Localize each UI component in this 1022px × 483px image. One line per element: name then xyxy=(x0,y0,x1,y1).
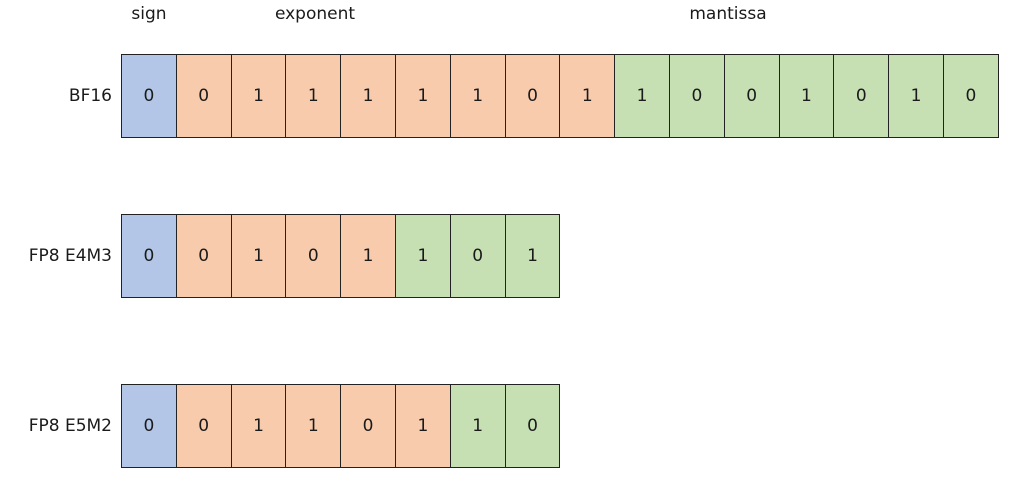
exponent-bit-cell: 0 xyxy=(504,54,561,138)
mantissa-bit-cell: 1 xyxy=(449,384,506,468)
exponent-bit-cell: 0 xyxy=(340,384,396,468)
format-label: FP8 E5M2 xyxy=(28,416,112,436)
exponent-bit-cell: 1 xyxy=(394,384,451,468)
exponent-bit-cell: 0 xyxy=(285,214,342,298)
format-label: FP8 E4M3 xyxy=(28,246,112,266)
exponent-bit-cell: 1 xyxy=(340,54,396,138)
exponent-bit-cell: 1 xyxy=(285,54,342,138)
mantissa-bit-cell: 1 xyxy=(394,214,451,298)
format-label: BF16 xyxy=(68,86,112,106)
exponent-bit-cell: 1 xyxy=(559,54,616,138)
mantissa-bit-cell: 0 xyxy=(504,384,561,468)
mantissa-bit-cell: 1 xyxy=(778,54,835,138)
exponent-bit-cell: 1 xyxy=(230,384,287,468)
exponent-header: exponent xyxy=(274,4,356,24)
sign-bit-cell: 0 xyxy=(121,214,177,298)
exponent-bit-cell: 0 xyxy=(175,54,232,138)
mantissa-bit-cell: 0 xyxy=(723,54,780,138)
mantissa-bit-cell: 1 xyxy=(504,214,561,298)
exponent-bit-cell: 0 xyxy=(175,384,232,468)
sign-bit-cell: 0 xyxy=(121,384,177,468)
mantissa-bit-cell: 0 xyxy=(668,54,725,138)
mantissa-bit-cell: 1 xyxy=(888,54,944,138)
mantissa-bit-cell: 0 xyxy=(942,54,999,138)
exponent-bit-cell: 1 xyxy=(285,384,342,468)
mantissa-bit-cell: 0 xyxy=(833,54,890,138)
mantissa-bit-cell: 0 xyxy=(449,214,506,298)
exponent-bit-cell: 1 xyxy=(394,54,451,138)
mantissa-bit-cell: 1 xyxy=(614,54,670,138)
sign-bit-cell: 0 xyxy=(121,54,177,138)
exponent-bit-cell: 1 xyxy=(230,214,287,298)
exponent-bit-cell: 1 xyxy=(449,54,506,138)
exponent-bit-cell: 1 xyxy=(340,214,396,298)
mantissa-header: mantissa xyxy=(689,4,767,24)
exponent-bit-cell: 1 xyxy=(230,54,287,138)
sign-header: sign xyxy=(131,4,167,24)
exponent-bit-cell: 0 xyxy=(175,214,232,298)
